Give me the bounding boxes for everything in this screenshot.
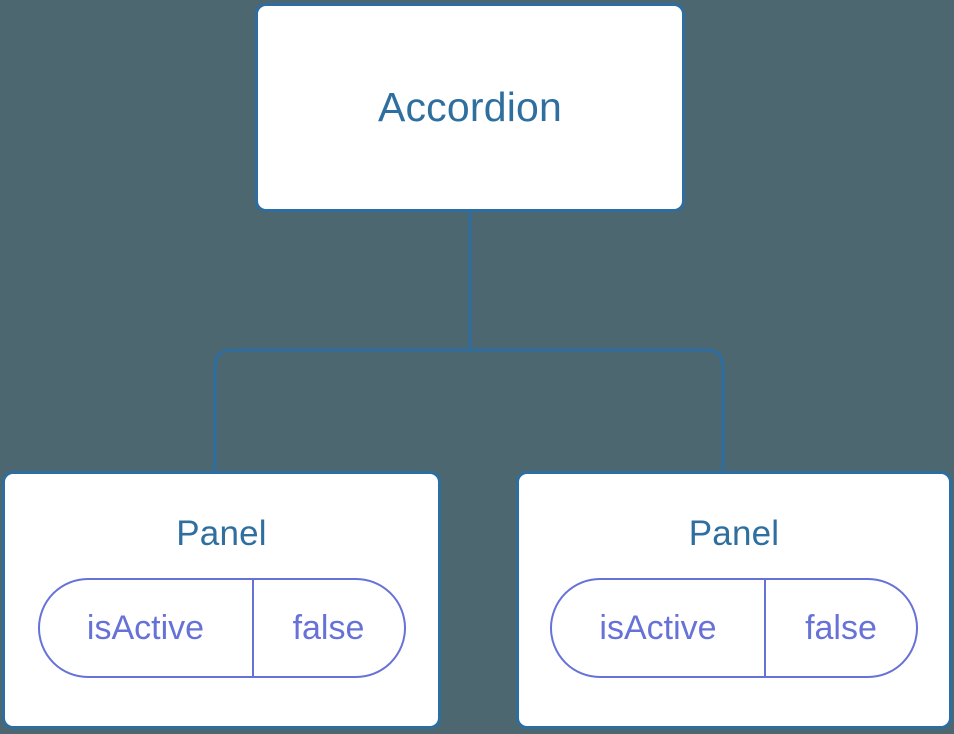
state-value: false	[292, 609, 365, 647]
state-badge[interactable]: isActive false	[550, 578, 918, 678]
node-title: Panel	[176, 514, 267, 553]
state-badge[interactable]: isActive false	[37, 578, 406, 678]
node-title: Panel	[688, 514, 780, 553]
state-value: false	[805, 609, 877, 647]
state-key: isActive	[552, 580, 766, 676]
node-accordion[interactable]: Accordion	[255, 3, 685, 212]
state-key: isActive	[40, 580, 254, 676]
connector-branch-left	[213, 348, 470, 473]
node-panel-1[interactable]: Panel isActive false	[2, 471, 441, 729]
connector-branch-right	[470, 348, 725, 473]
node-panel-2[interactable]: Panel isActive false	[516, 471, 952, 729]
node-title: Accordion	[377, 84, 563, 130]
